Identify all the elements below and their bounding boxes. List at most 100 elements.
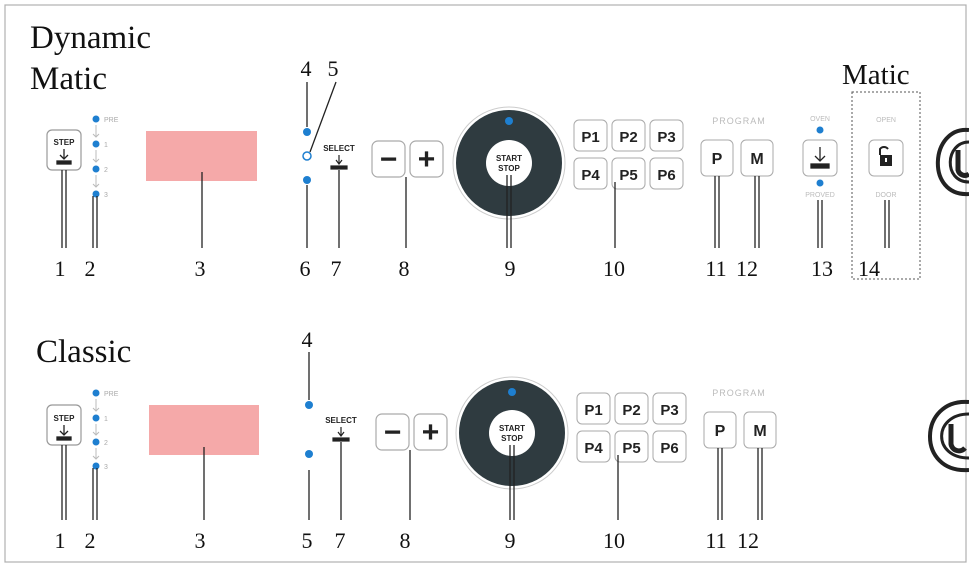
program-key[interactable]: P3 [649, 119, 684, 152]
program-key[interactable]: P1 [573, 119, 608, 152]
select-label: SELECT [323, 144, 355, 153]
svg-text:P4: P4 [584, 440, 603, 457]
callout-number: 13 [811, 256, 833, 281]
start-label: START [499, 424, 525, 433]
mode-led [305, 401, 313, 409]
svg-text:M: M [750, 151, 763, 168]
matic-title: Matic [842, 59, 910, 91]
start-stop-knob[interactable]: START STOP [452, 106, 566, 220]
led [92, 165, 100, 173]
door-open-icon [879, 146, 892, 166]
program-key[interactable]: P4 [576, 430, 611, 463]
led [92, 389, 100, 397]
select-button[interactable]: SELECT [323, 144, 355, 170]
callout-number: 7 [331, 256, 342, 281]
classic-panel: Classic STEP PRE 1 2 3 [36, 327, 969, 553]
stage-label: 3 [104, 192, 108, 199]
svg-text:P2: P2 [622, 402, 640, 419]
m-button[interactable]: M [743, 411, 777, 449]
panel-title-line1: Dynamic [30, 20, 151, 56]
step-button[interactable]: STEP [46, 404, 82, 446]
program-key[interactable]: P4 [573, 157, 608, 190]
callout-number: 12 [736, 256, 758, 281]
door-button[interactable] [868, 139, 904, 177]
proved-label: PROVED [805, 192, 835, 199]
led [92, 438, 100, 446]
svg-text:P4: P4 [581, 167, 600, 184]
p-button[interactable]: P [703, 411, 737, 449]
program-key[interactable]: P2 [611, 119, 646, 152]
knob-led [505, 117, 513, 125]
callout-number: 1 [55, 528, 66, 553]
leader-line [309, 81, 337, 153]
callout-number: 8 [400, 528, 411, 553]
dynamic-matic-panel: Dynamic Matic Matic STEP PRE 1 2 3 [30, 20, 969, 281]
svg-text:P1: P1 [584, 402, 602, 419]
callout-number: 10 [603, 256, 625, 281]
callout-number: 14 [858, 256, 880, 281]
step-arrow-icon [56, 149, 72, 165]
svg-text:P6: P6 [660, 440, 678, 457]
callout-number: 3 [195, 528, 206, 553]
svg-text:P5: P5 [619, 167, 637, 184]
callout-number: 3 [195, 256, 206, 281]
knob-led [508, 388, 516, 396]
program-key[interactable]: P5 [611, 157, 646, 190]
callout-number: 4 [302, 327, 313, 352]
plus-button[interactable]: + [409, 140, 444, 178]
program-key[interactable]: P5 [614, 430, 649, 463]
program-keys: P1 P2 P3 P4 P5 P6 [576, 392, 687, 463]
callout-number: 12 [737, 528, 759, 553]
led [92, 414, 100, 422]
minus-button[interactable]: − [375, 413, 410, 451]
callout-number: 11 [705, 528, 726, 553]
program-key[interactable]: P2 [614, 392, 649, 425]
program-key[interactable]: P1 [576, 392, 611, 425]
stage-label: 3 [104, 464, 108, 471]
minus-symbol: − [384, 416, 402, 449]
svg-text:P: P [712, 151, 723, 168]
brand-logo-icon [928, 399, 969, 473]
program-key[interactable]: P6 [649, 157, 684, 190]
svg-text:P6: P6 [657, 167, 675, 184]
step-arrow-icon [56, 425, 72, 441]
svg-text:P5: P5 [622, 440, 640, 457]
led [92, 462, 100, 470]
p-button[interactable]: P [700, 139, 734, 177]
svg-text:P3: P3 [657, 129, 675, 146]
led [92, 115, 100, 123]
callout-number: 5 [302, 528, 313, 553]
svg-text:M: M [753, 423, 766, 440]
callout-number: 9 [505, 528, 516, 553]
program-key[interactable]: P3 [652, 392, 687, 425]
matic-highlight-box [851, 91, 921, 280]
select-arrow-icon [332, 427, 350, 442]
plus-button[interactable]: + [413, 413, 448, 451]
svg-text:P2: P2 [619, 129, 637, 146]
oven-led [816, 126, 824, 134]
callout-number: 6 [300, 256, 311, 281]
callout-number: 1 [55, 256, 66, 281]
step-label: STEP [54, 414, 76, 423]
mode-led [305, 450, 313, 458]
stage-label: 2 [104, 167, 108, 174]
start-stop-knob[interactable]: START STOP [455, 376, 569, 490]
callout-number: 8 [399, 256, 410, 281]
stage-label: 1 [104, 142, 108, 149]
select-button[interactable]: SELECT [325, 416, 357, 442]
panel-title: Classic [36, 334, 131, 370]
callout-number: 2 [85, 256, 96, 281]
select-label: SELECT [325, 416, 357, 425]
callout-number: 5 [328, 56, 339, 81]
program-key[interactable]: P6 [652, 430, 687, 463]
callout-numbers: 1 2 3 4 5 7 8 9 10 11 12 [55, 327, 760, 553]
oven-button[interactable] [802, 139, 838, 177]
minus-button[interactable]: − [371, 140, 406, 178]
mode-led [302, 151, 312, 161]
callout-numbers: 1 2 3 4 5 6 7 8 9 10 11 12 13 14 [55, 56, 881, 281]
start-label: START [496, 154, 522, 163]
step-button[interactable]: STEP [46, 129, 82, 171]
led [92, 140, 100, 148]
m-button[interactable]: M [740, 139, 774, 177]
